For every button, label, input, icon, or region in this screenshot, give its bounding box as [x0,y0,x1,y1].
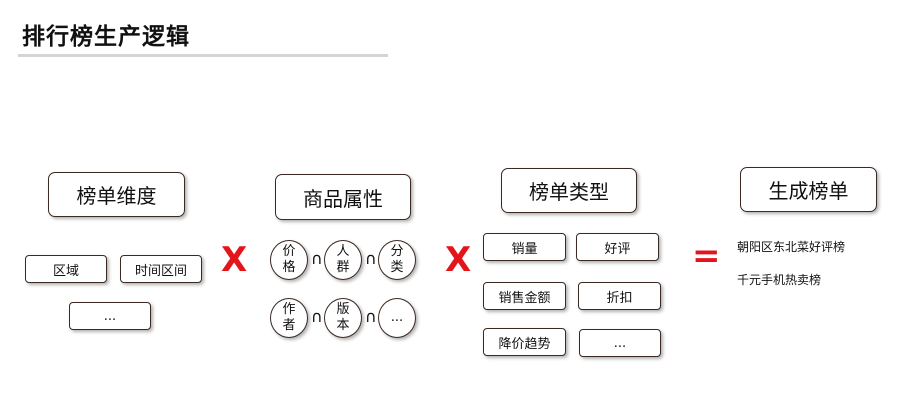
equals-operator: = [692,236,721,276]
title-underline [18,54,388,57]
type-item: 好评 [576,233,659,261]
type-item: 销量 [483,233,566,261]
intersect-symbol: ∩ [365,249,377,268]
type-item: ... [579,329,661,357]
intersect-symbol: ∩ [365,307,377,326]
page-title: 排行榜生产逻辑 [22,24,190,50]
intersect-symbol: ∩ [311,307,323,326]
attribute-circle: 价格 [270,240,308,280]
result-header: 生成榜单 [740,167,877,212]
attribute-label: 作者 [282,302,296,333]
attribute-label: 版本 [336,302,350,333]
attribute-circle: 作者 [270,298,308,338]
intersect-symbol: ∩ [311,249,323,268]
attribute-circle: 分类 [378,240,416,280]
type-item: 销售金额 [483,282,566,310]
attribute-circle: 人群 [324,240,362,280]
attribute-label: ... [390,310,404,325]
type-item: 降价趋势 [483,328,566,356]
attribute-label: 价格 [282,244,296,275]
attribute-circle: 版本 [324,298,362,338]
dimension-item: ... [69,302,151,330]
type-item: 折扣 [578,282,661,310]
attribute-label: 分类 [390,244,404,275]
multiply-operator: X [221,240,248,280]
dimension-item: 时间区间 [120,255,202,283]
types-header: 榜单类型 [501,168,637,213]
attribute-label: 人群 [336,244,350,275]
multiply-operator: X [445,240,472,280]
dimension-header: 榜单维度 [48,172,185,217]
dimension-item: 区域 [25,255,107,283]
attributes-header: 商品属性 [275,174,411,220]
result-item: 朝阳区东北菜好评榜 [737,240,846,254]
result-item: 千元手机热卖榜 [737,273,822,287]
attribute-circle: ... [378,298,416,338]
